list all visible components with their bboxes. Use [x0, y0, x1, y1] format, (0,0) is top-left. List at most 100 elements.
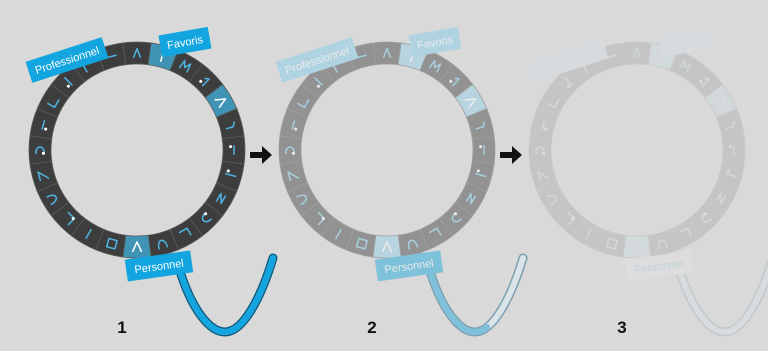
label-personal[interactable]: Personnel: [124, 250, 194, 282]
ring-segment[interactable]: [471, 135, 496, 165]
gesture-glyph-icon: [41, 120, 48, 131]
gesture-stroke: [674, 258, 768, 337]
gesture-progress: [176, 255, 276, 336]
gesture-glyph-icon: [410, 50, 415, 62]
label-badge: [658, 26, 712, 58]
ring-segment[interactable]: [397, 228, 429, 258]
ring-segment[interactable]: [669, 217, 704, 251]
gesture-glyph-icon: [725, 121, 736, 130]
gesture-glyph-icon: [131, 241, 143, 253]
menu-ring: [28, 41, 246, 259]
ring-segment[interactable]: [536, 83, 570, 118]
label-favorites[interactable]: Favoris: [158, 26, 212, 58]
ring-segment[interactable]: [622, 41, 652, 66]
ring-segment[interactable]: [465, 108, 495, 140]
gesture-glyph-icon: [585, 228, 592, 240]
ring-segment[interactable]: [372, 41, 402, 66]
gesture-glyph-icon: [105, 237, 118, 250]
ring-segment[interactable]: [529, 160, 559, 192]
ring-segment[interactable]: [595, 228, 627, 258]
ring-segment[interactable]: [454, 182, 488, 217]
ring-segment[interactable]: [669, 49, 704, 83]
gesture-glyph-icon: [178, 227, 192, 236]
ring-segment[interactable]: [438, 63, 474, 99]
ring-segment[interactable]: [300, 201, 336, 237]
panel-number: 2: [367, 318, 376, 337]
ring-segment-active[interactable]: [372, 234, 402, 259]
gesture-glyph-icon: [701, 212, 712, 223]
ring-segment[interactable]: [528, 135, 553, 165]
gesture-glyph-icon: [287, 171, 300, 182]
gesture-glyph-icon: [475, 121, 486, 130]
ring-segment-active[interactable]: [122, 234, 152, 259]
ring-segment[interactable]: [529, 108, 559, 140]
ring-segment[interactable]: [721, 135, 746, 165]
gesture-glyph-icon: [657, 239, 669, 250]
ring-segment[interactable]: [122, 41, 152, 66]
label-badge: [525, 37, 609, 83]
gesture-glyph-icon: [225, 121, 236, 130]
ring-segment[interactable]: [28, 135, 53, 165]
ring-segment[interactable]: [286, 182, 320, 217]
ring-segment[interactable]: [279, 160, 309, 192]
gesture-glyph-icon: [157, 239, 169, 250]
label-badge: [25, 37, 109, 83]
ring-segment[interactable]: [536, 182, 570, 217]
ring-segment[interactable]: [419, 49, 454, 83]
gesture-glyph-icon: [714, 98, 727, 109]
ring-segment[interactable]: [647, 228, 679, 258]
ring-segment-active[interactable]: [647, 42, 679, 72]
ring-segment[interactable]: [570, 49, 605, 83]
gesture-glyph-icon: [296, 194, 308, 206]
ring-segment[interactable]: [279, 108, 309, 140]
gesture-glyph-icon: [678, 59, 692, 73]
ring-segment[interactable]: [550, 201, 586, 237]
ring-segment[interactable]: [550, 63, 586, 99]
gesture-glyph-icon: [678, 227, 692, 236]
gesture-glyph-icon: [541, 120, 548, 131]
ring-segment[interactable]: [286, 83, 320, 118]
gesture-glyph-icon: [537, 171, 550, 182]
ring-segment[interactable]: [704, 182, 738, 217]
ring-segment[interactable]: [438, 201, 474, 237]
label-badge: [124, 250, 194, 282]
label-personal[interactable]: Personnel: [374, 250, 444, 282]
ring-segment-active[interactable]: [454, 83, 488, 118]
ring-segment[interactable]: [465, 160, 495, 192]
ring-segment[interactable]: [688, 63, 724, 99]
gesture-glyph-icon: [317, 211, 326, 226]
ring-segment-active[interactable]: [704, 83, 738, 118]
ring-segment[interactable]: [300, 63, 336, 99]
label-badge: [408, 26, 462, 58]
ring-segment[interactable]: [419, 217, 454, 251]
ring-segment-active[interactable]: [622, 234, 652, 259]
ring-segment[interactable]: [345, 42, 377, 72]
gesture-glyph-icon: [660, 50, 665, 62]
label-badge: [158, 26, 212, 58]
label-favorites[interactable]: Favoris: [408, 26, 462, 58]
ring-segment-active[interactable]: [397, 42, 429, 72]
ring-segment[interactable]: [595, 42, 627, 72]
ring-segment[interactable]: [688, 201, 724, 237]
ring-segment[interactable]: [278, 135, 303, 165]
gesture-glyph-icon: [464, 98, 477, 109]
label-badge: [374, 250, 444, 282]
gesture-glyph-icon: [475, 169, 487, 178]
ring-segment[interactable]: [570, 217, 605, 251]
gesture-glyph-icon: [479, 144, 485, 156]
ring-segment[interactable]: [715, 108, 745, 140]
ring-segment[interactable]: [345, 228, 377, 258]
label-personal[interactable]: Personnel: [624, 250, 694, 282]
gesture-glyph-icon: [581, 59, 591, 73]
gesture-glyph-icon: [284, 146, 296, 155]
ring-segment[interactable]: [320, 217, 355, 251]
gesture-glyph-icon: [407, 239, 419, 250]
label-favorites[interactable]: Favoris: [658, 26, 712, 58]
ring-segment[interactable]: [715, 160, 745, 192]
ring-segment[interactable]: [320, 49, 355, 83]
gesture-glyph-icon: [357, 54, 367, 59]
